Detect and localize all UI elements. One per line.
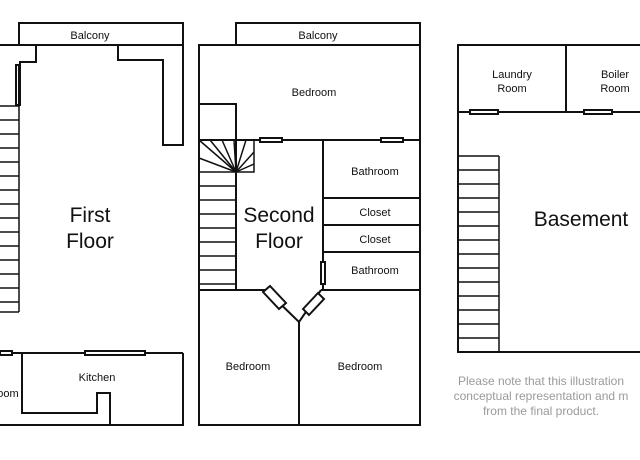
basement-stairs: [458, 155, 500, 352]
second-floor-balcony-label: Balcony: [298, 30, 338, 42]
second-floor-bedroom-left-label: Bedroom: [226, 361, 271, 373]
disclaimer-line-3: from the final product.: [482, 404, 600, 418]
first-floor-kitchen-label: Kitchen: [79, 372, 116, 384]
second-floor-closet-2-label: Closet: [359, 234, 390, 246]
disclaimer-line-1: Please note that this illustration: [457, 374, 625, 388]
basement-boiler-label-line1: Boiler: [601, 69, 629, 81]
second-floor-outline: [198, 44, 421, 426]
second-floor-title-line2: Floor: [255, 230, 303, 253]
second-floor-bedroom-top-label: Bedroom: [292, 87, 337, 99]
first-floor-plan: [0, 22, 184, 426]
basement-boiler-label-line2: Room: [600, 83, 629, 95]
disclaimer-line-2: conceptual representation and m: [453, 389, 629, 403]
first-floor-partial-room-label: oom: [0, 388, 19, 400]
second-floor-bathroom-2-label: Bathroom: [351, 265, 399, 277]
basement-title: Basement: [534, 208, 629, 231]
first-floor-title-line2: Floor: [66, 230, 114, 253]
disclaimer-note: Please note that this illustration conce…: [436, 374, 640, 419]
first-floor-balcony-label: Balcony: [70, 30, 110, 42]
second-floor-title-line1: Second: [243, 204, 314, 227]
second-floor-plan: [198, 22, 421, 426]
basement-laundry-label-line2: Room: [497, 83, 526, 95]
first-floor-title-line1: First: [70, 204, 111, 227]
second-floor-closet-1-label: Closet: [359, 207, 390, 219]
second-floor-stairs: [198, 139, 255, 285]
second-floor-bedroom-right-label: Bedroom: [338, 361, 383, 373]
first-floor-stairs: [0, 105, 20, 313]
basement-plan: [457, 44, 640, 353]
basement-laundry-label-line1: Laundry: [492, 69, 532, 81]
second-floor-bathroom-1-label: Bathroom: [351, 166, 399, 178]
